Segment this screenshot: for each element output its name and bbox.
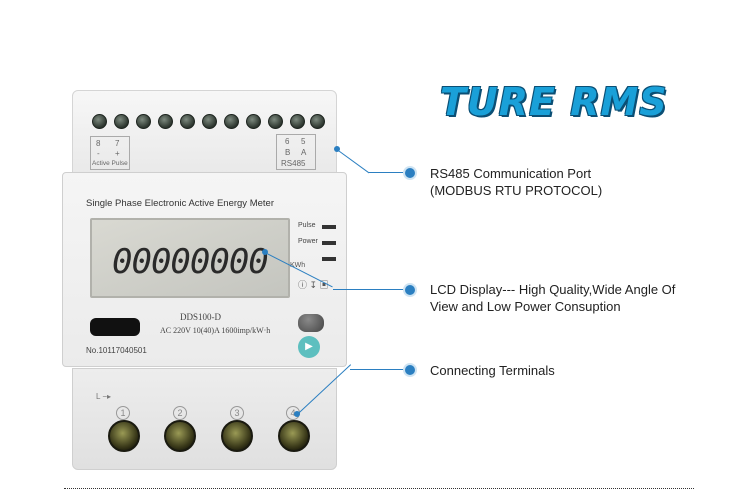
callout-bullet-dot xyxy=(405,285,415,295)
line-input-letter: L xyxy=(96,392,101,401)
callout-bullet-dot xyxy=(405,365,415,375)
active-pulse-terminal-table: 8 7 - + Active Pulse xyxy=(90,136,130,170)
table-cell: 5 xyxy=(301,137,306,146)
pulse-indicator-led xyxy=(322,225,336,229)
screw xyxy=(180,114,195,129)
lcd-display: 00000000 KWh xyxy=(90,218,305,298)
screw xyxy=(310,114,325,129)
spec-rating: AC 220V 10(40)A 1600imp/kW·h xyxy=(160,326,271,335)
table-cell: A xyxy=(301,148,307,157)
warning-icons: ⓘ ↧ ▣ xyxy=(298,280,329,290)
meter-top-section xyxy=(72,90,337,180)
terminal-block xyxy=(72,368,337,470)
play-icon: ▶ xyxy=(298,336,320,358)
screw xyxy=(224,114,239,129)
screw xyxy=(158,114,173,129)
callout-line-text: (MODBUS RTU PROTOCOL) xyxy=(430,183,603,198)
table-cell: 7 xyxy=(115,139,120,148)
status-indicator-led xyxy=(322,257,336,261)
callout-bullet-dot xyxy=(405,168,415,178)
callout-line xyxy=(333,289,409,290)
terminal-number: 2 xyxy=(173,406,187,420)
callout-line-text: View and Low Power Consuption xyxy=(430,299,621,314)
terminal-number: 3 xyxy=(230,406,244,420)
top-screw-row xyxy=(84,114,325,132)
headline-title: TURE RMS xyxy=(440,80,668,124)
lcd-unit: KWh xyxy=(290,262,306,269)
page-button xyxy=(298,314,324,332)
callout-terminals: Connecting Terminals xyxy=(430,362,555,379)
table-cell: 6 xyxy=(285,137,290,146)
lcd-digits: 00000000 xyxy=(112,242,269,282)
callout-line xyxy=(350,369,409,370)
power-indicator-led xyxy=(322,241,336,245)
table-cell: B xyxy=(285,148,291,157)
rs485-terminal-table: 6 5 B A RS485 xyxy=(276,134,316,170)
screw xyxy=(290,114,305,129)
callout-line-text: LCD Display--- High Quality,Wide Angle O… xyxy=(430,282,676,297)
energy-meter-device: 8 7 - + Active Pulse 6 5 B A RS485 Singl… xyxy=(62,90,347,470)
table-cell: 8 xyxy=(96,139,101,148)
model-number: DDS100-D xyxy=(180,312,222,322)
power-indicator-label: Power xyxy=(298,238,318,245)
serial-number: No.10117040501 xyxy=(86,346,147,355)
screw xyxy=(92,114,107,129)
screw xyxy=(202,114,217,129)
black-label-plate xyxy=(90,318,140,336)
pulse-indicator-label: Pulse xyxy=(298,222,316,229)
screw xyxy=(136,114,151,129)
callout-line-text: Connecting Terminals xyxy=(430,363,555,378)
line-input-label: L −▸ xyxy=(96,392,112,401)
screw xyxy=(114,114,129,129)
table-cell: - xyxy=(97,149,100,158)
callout-line xyxy=(369,172,409,173)
terminal-screw xyxy=(278,420,310,452)
terminal-screw xyxy=(164,420,196,452)
table-cell: + xyxy=(115,149,120,158)
screw xyxy=(246,114,261,129)
screw xyxy=(268,114,283,129)
bottom-divider xyxy=(64,488,694,489)
callout-line-text: RS485 Communication Port xyxy=(430,166,592,181)
meter-title: Single Phase Electronic Active Energy Me… xyxy=(86,198,274,209)
terminal-screw xyxy=(221,420,253,452)
terminal-screw xyxy=(108,420,140,452)
table-cell: RS485 xyxy=(281,159,306,168)
terminal-number: 1 xyxy=(116,406,130,420)
callout-rs485: RS485 Communication Port (MODBUS RTU PRO… xyxy=(430,165,602,199)
callout-lcd: LCD Display--- High Quality,Wide Angle O… xyxy=(430,281,675,315)
table-cell: Active Pulse xyxy=(92,160,128,167)
